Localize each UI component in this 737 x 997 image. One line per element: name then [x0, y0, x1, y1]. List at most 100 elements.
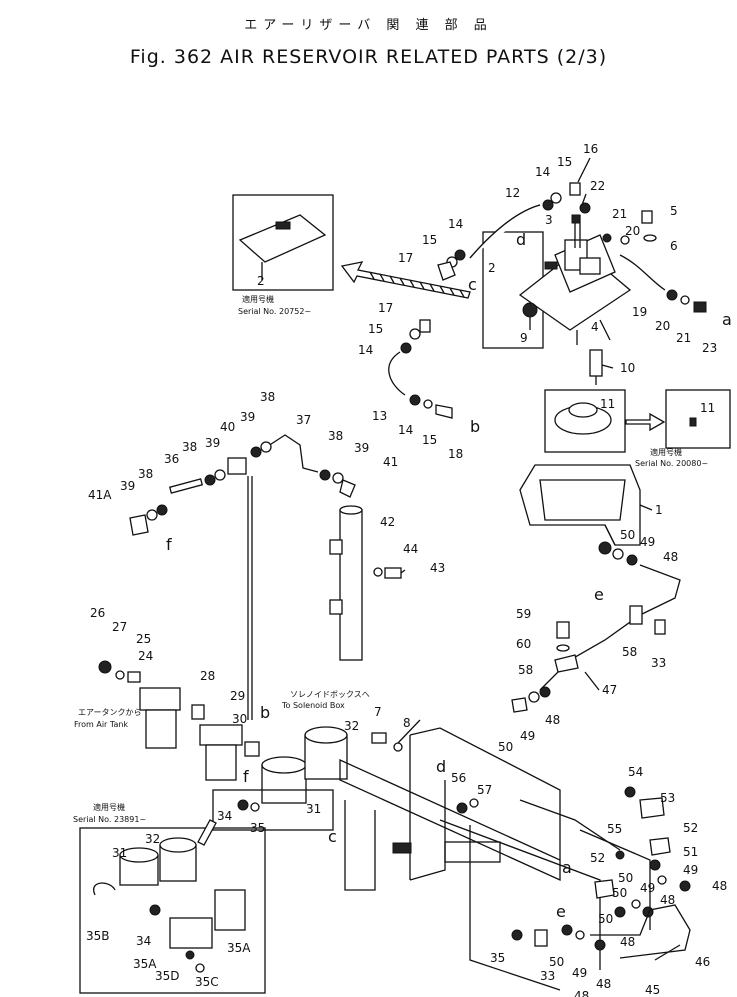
callout-47: 47 [602, 683, 617, 697]
clamp-58 [629, 605, 643, 625]
title-japanese: エアーリザーバ 関 連 部 品 [244, 18, 493, 33]
elbow-41 [339, 479, 356, 498]
callout-20-a: 20 [625, 224, 640, 238]
callout-11-inset: 11 [700, 401, 715, 415]
fitting-18 [435, 404, 453, 419]
letter-e-bottom: e [556, 902, 566, 921]
letter-b-bottom: b [260, 703, 270, 722]
callout-9: 9 [520, 331, 528, 345]
callout-49-c: 49 [683, 863, 698, 877]
callout-14-a: 14 [535, 165, 550, 179]
callout-10: 10 [620, 361, 635, 375]
callout-13: 13 [372, 409, 387, 423]
callout-48-c: 48 [712, 879, 727, 893]
callout-52-a: 52 [683, 821, 698, 835]
bolt-59 [556, 621, 570, 639]
callout-5: 5 [670, 204, 678, 218]
hatched-arrow [340, 261, 471, 299]
callout-15-a: 15 [557, 155, 572, 169]
callout-58-b: 58 [622, 645, 637, 659]
letter-a-bottom: a [562, 858, 572, 877]
callout-1: 1 [655, 503, 663, 517]
plug-54 [624, 786, 636, 798]
callout-38-c: 38 [260, 390, 275, 404]
callout-39-d: 39 [354, 441, 369, 455]
callout-35D: 35D [155, 969, 180, 983]
fitting-20-right [666, 289, 678, 301]
seal-27 [115, 670, 125, 680]
callout-23: 23 [702, 341, 717, 355]
letter-d-bottom: d [436, 757, 446, 776]
fitting-50-mid [511, 697, 528, 713]
callout-8: 8 [403, 716, 411, 730]
fitting-14-top [542, 199, 554, 211]
fitting-15-low [409, 328, 421, 340]
callout-37: 37 [296, 413, 311, 427]
valve-31 [261, 756, 307, 804]
callout-17-b: 17 [378, 301, 393, 315]
plug-35-bottom [511, 929, 523, 941]
callout-49-d: 49 [640, 881, 655, 895]
callout-42: 42 [380, 515, 395, 529]
elbow-17-top [437, 261, 456, 281]
callout-26: 26 [90, 606, 105, 620]
gauge-11-box [544, 389, 626, 453]
callout-60: 60 [516, 637, 531, 651]
callout-57: 57 [477, 783, 492, 797]
fitting-21-top [602, 233, 612, 243]
callout-39-a: 39 [120, 479, 135, 493]
callout-58-a: 58 [518, 663, 533, 677]
fitting-30 [244, 741, 260, 757]
callout-41A: 41A [88, 488, 112, 502]
fitting-21-right [680, 295, 690, 305]
callout-15-c: 15 [368, 322, 383, 336]
callout-17-a: 17 [398, 251, 413, 265]
callout-48-b: 48 [545, 713, 560, 727]
fitting-16 [569, 182, 581, 196]
pipe-37 [264, 434, 319, 473]
callout-12: 12 [505, 186, 520, 200]
elbow-17-low [419, 319, 431, 333]
callout-46: 46 [695, 955, 710, 969]
callout-31: 31 [306, 802, 321, 816]
callout-43: 43 [430, 561, 445, 575]
fitting-52 [649, 837, 671, 856]
filter-24 [139, 687, 181, 749]
sensor-10 [589, 349, 603, 377]
callout-3: 3 [545, 213, 553, 227]
letter-d-top: d [516, 230, 526, 249]
callout-48-f: 48 [596, 977, 611, 991]
callout-29: 29 [230, 689, 245, 703]
callout-35-b: 35 [490, 951, 505, 965]
fitting-22 [579, 202, 591, 214]
fitting-23 [693, 301, 707, 313]
fitting-20-top [620, 235, 630, 245]
washer-44 [373, 567, 383, 577]
callout-21-b: 21 [676, 331, 691, 345]
callout-49-e: 49 [572, 966, 587, 980]
pipe-36 [168, 478, 204, 494]
valve-32 [304, 726, 348, 780]
callout-52-b: 52 [590, 851, 605, 865]
washer-8 [393, 742, 403, 752]
bolt-7 [371, 732, 387, 744]
callout-56: 56 [451, 771, 466, 785]
serial-jp-3: 適用号機 [93, 802, 125, 812]
plug-26 [98, 660, 112, 674]
fitting-3 [571, 214, 581, 224]
fitting-14-low [400, 342, 412, 354]
leader-lines [397, 157, 681, 961]
callout-34: 34 [217, 809, 232, 823]
bolt-5 [641, 210, 653, 224]
fitting-14-lower [409, 394, 421, 406]
callout-21-a: 21 [612, 207, 627, 221]
callout-33-a: 33 [651, 656, 666, 670]
callout-7: 7 [374, 705, 382, 719]
callout-24: 24 [138, 649, 153, 663]
callout-48-g: 48 [574, 989, 589, 997]
pipe-upper-right [639, 564, 681, 616]
serial-jp-1: 適用号機 [242, 294, 274, 304]
from-tank-jp: エアータンクから [78, 708, 142, 717]
callout-33-b: 33 [540, 969, 555, 983]
